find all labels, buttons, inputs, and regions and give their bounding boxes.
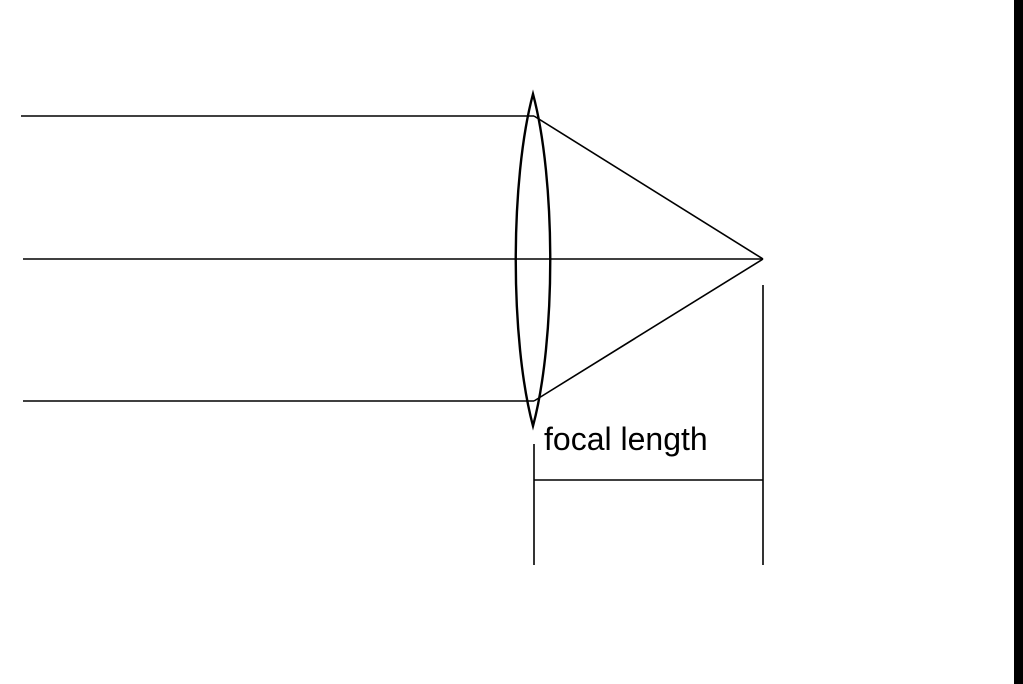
convex-lens	[514, 89, 552, 431]
right-edge-bar	[1014, 0, 1023, 684]
focal-length-label: focal length	[544, 421, 708, 457]
refracted-ray-bottom	[533, 258, 764, 402]
refracted-ray-top	[533, 115, 764, 260]
